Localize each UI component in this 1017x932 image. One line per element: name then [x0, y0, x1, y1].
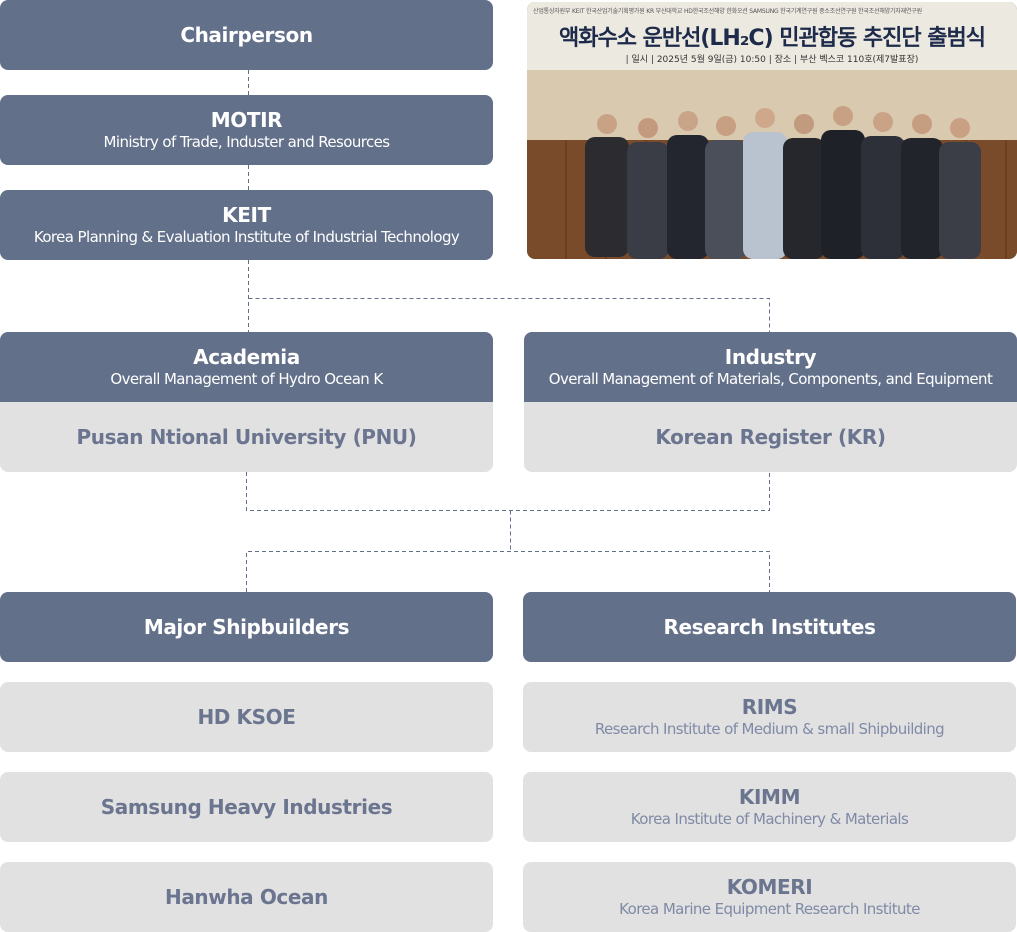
person-figure — [743, 108, 787, 259]
keit-title: KEIT — [222, 203, 271, 227]
industry-member-box: Korean Register (KR) — [524, 402, 1017, 472]
research-institute-box: KIMM Korea Institute of Machinery & Mate… — [523, 772, 1016, 842]
connector-split — [246, 551, 770, 592]
photo-banner — [527, 2, 1017, 70]
person-figure — [901, 114, 943, 259]
shipbuilder-box: Hanwha Ocean — [0, 862, 493, 932]
person-figure — [705, 116, 747, 259]
person-figure — [861, 112, 905, 259]
industry-member: Korean Register (KR) — [655, 425, 886, 449]
industry-header: Industry Overall Management of Materials… — [524, 332, 1017, 402]
shipbuilder-name: Hanwha Ocean — [164, 885, 328, 909]
industry-title: Industry — [724, 345, 817, 369]
research-institute-full: Korea Marine Equipment Research Institut… — [619, 900, 920, 918]
research-institute-box: KOMERI Korea Marine Equipment Research I… — [523, 862, 1016, 932]
motir-box: MOTIR Ministry of Trade, Induster and Re… — [0, 95, 493, 165]
research-title: Research Institutes — [663, 615, 876, 639]
academia-member-box: Pusan Ntional University (PNU) — [0, 402, 493, 472]
shipbuilder-box: HD KSOE — [0, 682, 493, 752]
research-header: Research Institutes — [523, 592, 1016, 662]
research-institute-full: Research Institute of Medium & small Shi… — [594, 720, 945, 738]
connector-keit-industry — [248, 298, 770, 332]
research-institute-name: KIMM — [738, 785, 801, 809]
motir-title: MOTIR — [210, 108, 283, 132]
connector-merge — [246, 472, 770, 511]
research-institute-name: RIMS — [741, 695, 798, 719]
photo-banner-meta: | 일시 | 2025년 5월 9일(금) 10:50 | 장소 | 부산 벡스… — [625, 55, 919, 65]
academia-header: Academia Overall Management of Hydro Oce… — [0, 332, 493, 402]
motir-subtitle: Ministry of Trade, Induster and Resource… — [103, 133, 391, 151]
chairperson-box: Chairperson — [0, 0, 493, 70]
research-institute-box: RIMS Research Institute of Medium & smal… — [523, 682, 1016, 752]
launch-ceremony-photo: 산업통상자원부 KEIT 한국산업기술기획평가원 KR 부산대학교 HD한국조선… — [527, 2, 1017, 259]
shipbuilders-title: Major Shipbuilders — [143, 615, 350, 639]
shipbuilder-box: Samsung Heavy Industries — [0, 772, 493, 842]
shipbuilder-name: HD KSOE — [197, 705, 296, 729]
photo-logos: 산업통상자원부 KEIT 한국산업기술기획평가원 KR 부산대학교 HD한국조선… — [533, 8, 922, 15]
photo-people — [585, 106, 981, 259]
shipbuilders-header: Major Shipbuilders — [0, 592, 493, 662]
shipbuilder-name: Samsung Heavy Industries — [100, 795, 393, 819]
research-institute-full: Korea Institute of Machinery & Materials — [630, 810, 909, 828]
chairperson-title: Chairperson — [180, 23, 313, 47]
industry-subtitle: Overall Management of Materials, Compone… — [548, 370, 993, 388]
person-figure — [667, 111, 709, 259]
person-figure — [585, 114, 629, 257]
person-figure — [783, 114, 825, 259]
research-institute-name: KOMERI — [726, 875, 813, 899]
keit-box: KEIT Korea Planning & Evaluation Institu… — [0, 190, 493, 260]
keit-subtitle: Korea Planning & Evaluation Institute of… — [33, 228, 460, 246]
academia-member: Pusan Ntional University (PNU) — [76, 425, 417, 449]
photo-banner-title: 액화수소 운반선(LH₂C) 민관합동 추진단 출범식 — [558, 26, 986, 51]
academia-subtitle: Overall Management of Hydro Ocean K — [110, 370, 383, 388]
academia-title: Academia — [193, 345, 300, 369]
person-figure — [821, 106, 865, 259]
person-figure — [627, 118, 669, 259]
person-figure — [939, 118, 981, 259]
